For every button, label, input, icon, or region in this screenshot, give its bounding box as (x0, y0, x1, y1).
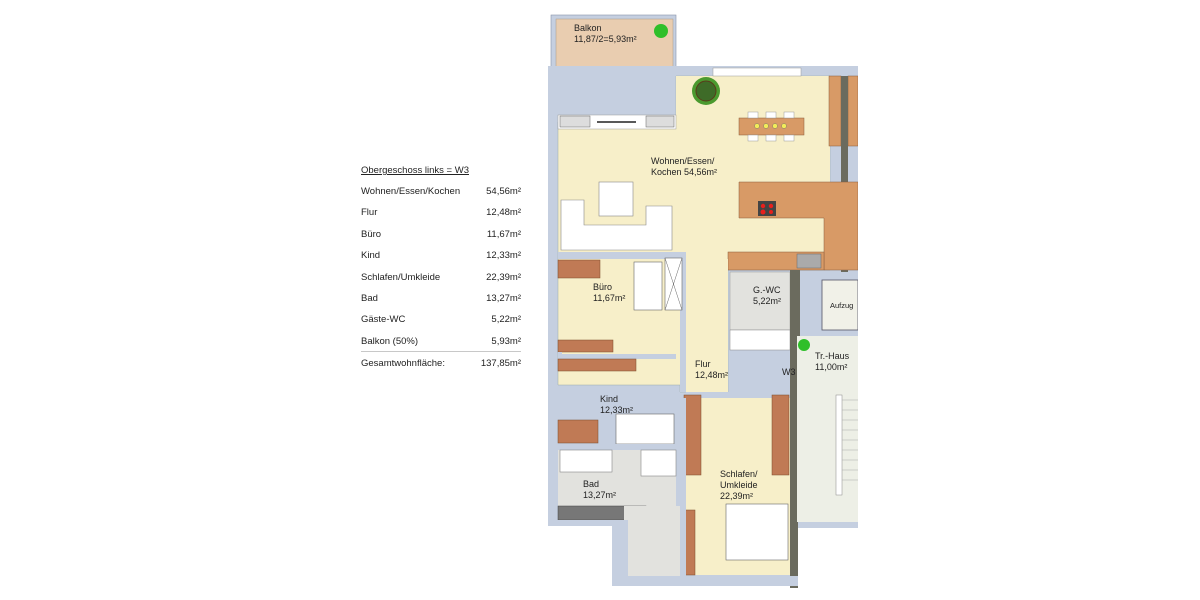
legend-total-row: Gesamtwohnfläche:137,85m² (361, 358, 521, 370)
legend-title: Obergeschoss links = W3 (361, 165, 469, 176)
stair-dark-wall (790, 270, 800, 588)
stairwell-floor (797, 336, 858, 522)
plant-icon (654, 24, 668, 38)
room-label-wohnen: Wohnen/Essen/Kochen 54,56m² (651, 156, 718, 177)
sofa (560, 199, 673, 251)
sink-icon (796, 253, 822, 269)
wardrobe (683, 394, 702, 476)
armchair (633, 261, 663, 311)
dark-wall (841, 76, 848, 272)
legend-divider (361, 351, 521, 353)
coffee-table (598, 181, 634, 217)
cabinet (828, 75, 842, 147)
wardrobe (771, 394, 790, 476)
bed (615, 413, 675, 445)
area-legend: Obergeschoss links = W3 Wohnen/Essen/Koc… (361, 165, 521, 380)
desk (557, 419, 599, 444)
desk (557, 259, 601, 279)
room-label-aufzug: Aufzug (830, 301, 854, 310)
double-bed (725, 503, 789, 561)
cabinet (847, 75, 859, 147)
unit-label-w3: W3 (782, 367, 796, 377)
bathtub (559, 449, 613, 473)
plant-icon (798, 339, 810, 351)
dining-table (738, 117, 805, 136)
cooktop-icon (758, 201, 776, 216)
shower (640, 449, 677, 477)
legend-row: Balkon (50%)5,93m² (361, 335, 521, 347)
